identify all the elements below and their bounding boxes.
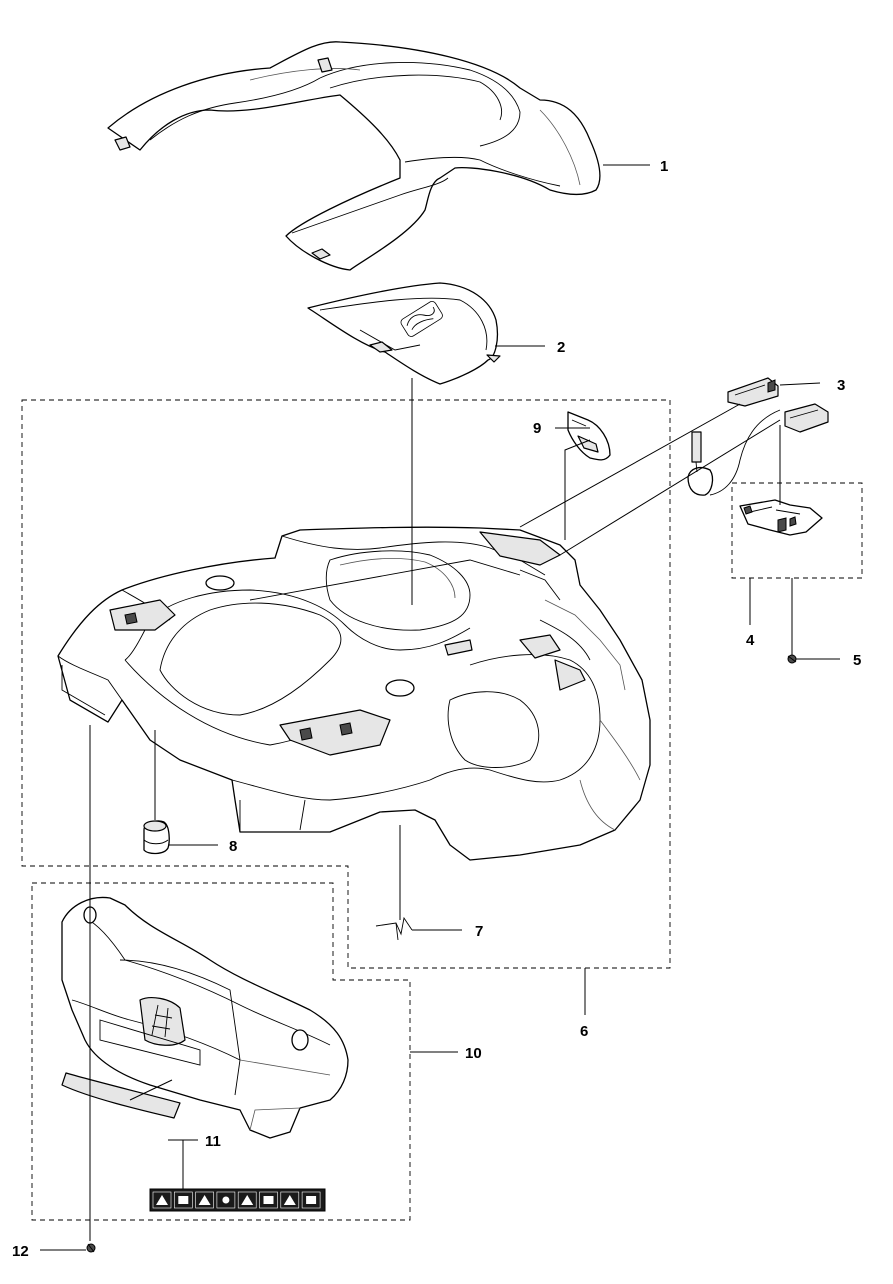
callout-4: 4 [746,632,755,649]
front-bumper-part [61,896,349,1139]
callout-5: 5 [853,652,861,669]
callout-11: 11 [205,1133,221,1150]
callout-8: 8 [229,838,237,855]
callout-1: 1 [660,158,668,175]
callout-12: 12 [12,1243,29,1260]
book-icon [259,1191,278,1209]
warning-label [149,1188,326,1212]
rubber-foot-part [143,820,170,855]
screw-part [86,1243,96,1253]
warning-label-icons [152,1191,321,1209]
callout-6: 6 [580,1023,588,1040]
group-outline-6 [21,399,671,969]
callout-3: 3 [837,377,845,394]
group-outline-10 [31,882,411,1221]
manual-icon [174,1191,193,1209]
front-plate-part [307,282,501,385]
main-body-part [57,526,651,861]
top-cover-part [107,41,601,271]
callout-9: 9 [533,420,541,437]
person-icon [216,1191,236,1209]
brand-logo-text [400,300,443,337]
warning-triangle-icon [280,1191,300,1209]
callout-2: 2 [557,339,565,356]
callout-10: 10 [465,1045,482,1062]
gasket-part [567,411,611,461]
group-outline-4 [731,482,863,579]
label-strip-part [61,1072,181,1119]
switch-assembly-part [687,377,829,664]
leader-lines [40,164,840,1251]
warning-triangle-icon [152,1191,172,1209]
hand-icon [301,1191,321,1209]
warning-triangle-icon [195,1191,214,1209]
callout-7: 7 [475,923,483,940]
wire-clip-part [375,916,413,941]
warning-triangle-icon [237,1191,257,1209]
